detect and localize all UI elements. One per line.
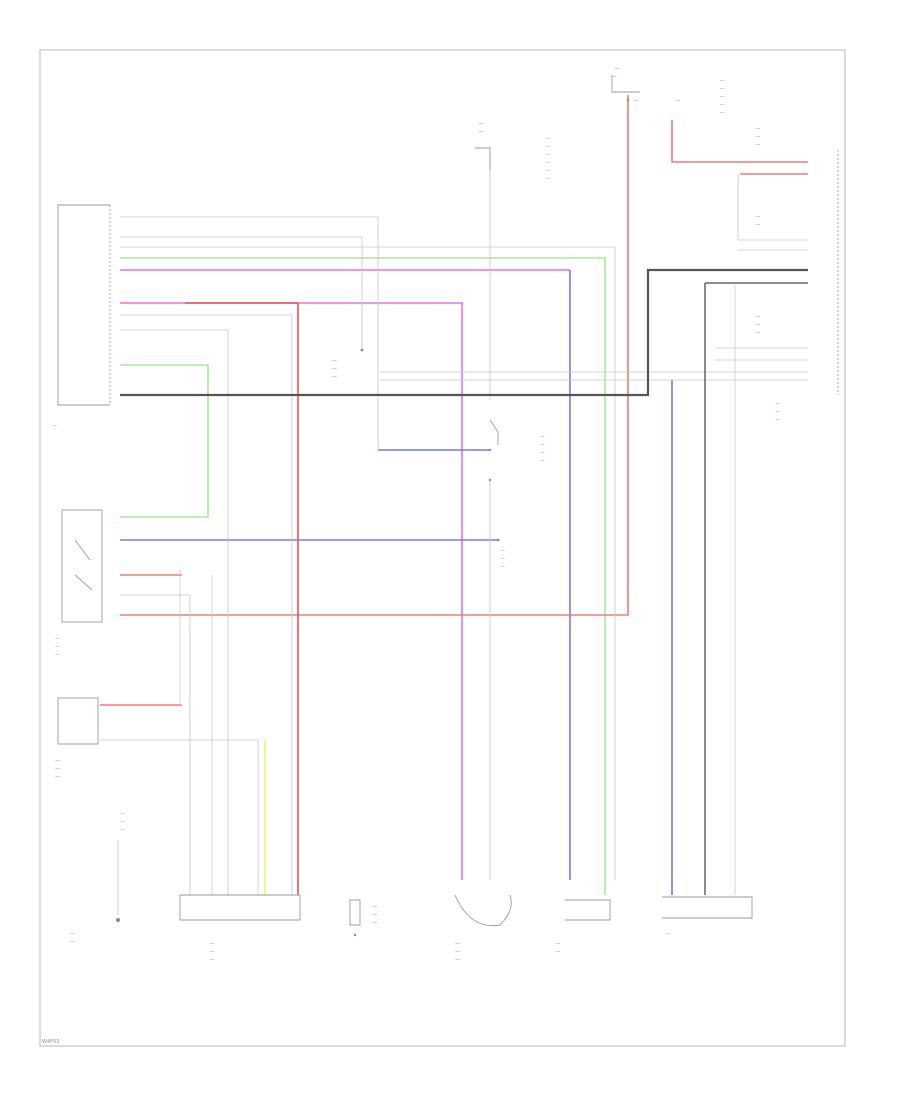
illegible-label: — <box>540 450 545 456</box>
illegible-label: — <box>775 417 780 423</box>
illegible-label: — <box>755 330 760 336</box>
illegible-label: — <box>634 98 639 104</box>
illegible-label: — <box>720 78 725 84</box>
illegible-label: — <box>455 941 460 947</box>
illegible-label: — <box>120 811 125 817</box>
illegible-label: — <box>55 766 60 772</box>
illegible-label: — <box>540 434 545 440</box>
illegible-label: — <box>500 548 505 554</box>
illegible-label: — <box>455 957 460 963</box>
illegible-label: — <box>545 136 550 142</box>
wire-gray-3 <box>120 246 616 880</box>
illegible-label: — <box>540 442 545 448</box>
illegible-label: — <box>210 949 215 955</box>
illegible-label: — <box>55 758 60 764</box>
right-connector-group: — — — — — — — — — — — <box>755 126 839 423</box>
bottom-left-ground: — — — — — <box>70 811 125 945</box>
wire-red-vertical <box>120 95 629 616</box>
illegible-label: — <box>720 102 725 108</box>
illegible-label: — <box>55 636 60 642</box>
illegible-label: — <box>720 94 725 100</box>
wire-gray-2 <box>120 236 363 350</box>
wire-gray-11 <box>737 174 808 241</box>
illegible-label: — <box>545 168 550 174</box>
illegible-label: — <box>755 126 760 132</box>
illegible-label: — <box>720 110 725 116</box>
illegible-label: — <box>500 564 505 570</box>
illegible-label: — <box>755 322 760 328</box>
illegible-label: — <box>332 366 337 372</box>
top-center-component: — — — — — — — — <box>475 121 550 182</box>
illegible-label: — <box>55 774 60 780</box>
illegible-label: — <box>372 912 377 918</box>
center-switch: — — — <box>332 348 364 380</box>
illegible-label: — <box>372 920 377 926</box>
illegible-label: — <box>614 66 619 72</box>
bottom-sensor: — — <box>555 899 611 955</box>
bottom-connector: — — — <box>349 899 377 937</box>
illegible-label: — <box>545 160 550 166</box>
illegible-label: — <box>545 152 550 158</box>
center-relay: — — — — <box>488 419 545 482</box>
illegible-label: — <box>612 74 617 80</box>
illegible-label: — <box>120 819 125 825</box>
illegible-label: — <box>210 941 215 947</box>
wire-gray-5 <box>120 329 229 895</box>
illegible-label: — <box>545 144 550 150</box>
bottom-resistor-block: — — — <box>179 894 301 963</box>
illegible-label: — <box>478 121 483 127</box>
illegible-label: — <box>332 374 337 380</box>
bottom-motor: — — — <box>454 894 512 963</box>
wire-red-mod <box>185 302 299 895</box>
illegible-label: — <box>70 931 75 937</box>
illegible-label: — <box>755 134 760 140</box>
wire-green-lower <box>120 364 209 518</box>
illegible-label: — <box>545 176 550 182</box>
illegible-label: — <box>755 222 760 228</box>
wire-gray-1 <box>120 216 379 450</box>
illegible-label: — <box>555 941 560 947</box>
illegible-label: — <box>720 86 725 92</box>
illegible-label: — <box>55 652 60 658</box>
illegible-label: — <box>478 129 483 135</box>
illegible-label: — <box>500 556 505 562</box>
footer-code: W4F03 <box>42 1039 59 1045</box>
illegible-label: — <box>455 949 460 955</box>
illegible-label: — <box>52 423 57 429</box>
illegible-label: — <box>540 458 545 464</box>
illegible-label: — <box>332 358 337 364</box>
wire-magenta <box>120 302 463 880</box>
wire-gray-6 <box>120 594 191 895</box>
illegible-label: — <box>775 401 780 407</box>
illegible-label: — <box>555 949 560 955</box>
illegible-label: — <box>120 827 125 833</box>
illegible-label: — <box>372 904 377 910</box>
left-sensor: — — — <box>55 697 99 780</box>
left-switch: — — — <box>55 509 103 658</box>
illegible-label: — <box>755 214 760 220</box>
illegible-label: — <box>755 314 760 320</box>
center-junction: — — — <box>496 538 505 570</box>
illegible-label: — <box>210 957 215 963</box>
illegible-label: — <box>665 931 670 937</box>
illegible-label: — <box>775 409 780 415</box>
bottom-right-switch: — <box>662 896 753 937</box>
wire-red-upper-right <box>671 120 808 163</box>
top-fuse-block: — — — — — — — — — <box>611 66 725 116</box>
illegible-label: — <box>755 142 760 148</box>
illegible-label: — <box>675 98 680 104</box>
illegible-label: — <box>70 939 75 945</box>
illegible-label: — <box>55 644 60 650</box>
wire-black-ground <box>120 268 808 397</box>
wire-gray-7 <box>100 739 259 895</box>
left-control-module: — <box>52 204 111 429</box>
wire-gray-4 <box>120 314 293 895</box>
wire-green-upper <box>120 257 606 895</box>
diagram-frame <box>39 49 846 1047</box>
